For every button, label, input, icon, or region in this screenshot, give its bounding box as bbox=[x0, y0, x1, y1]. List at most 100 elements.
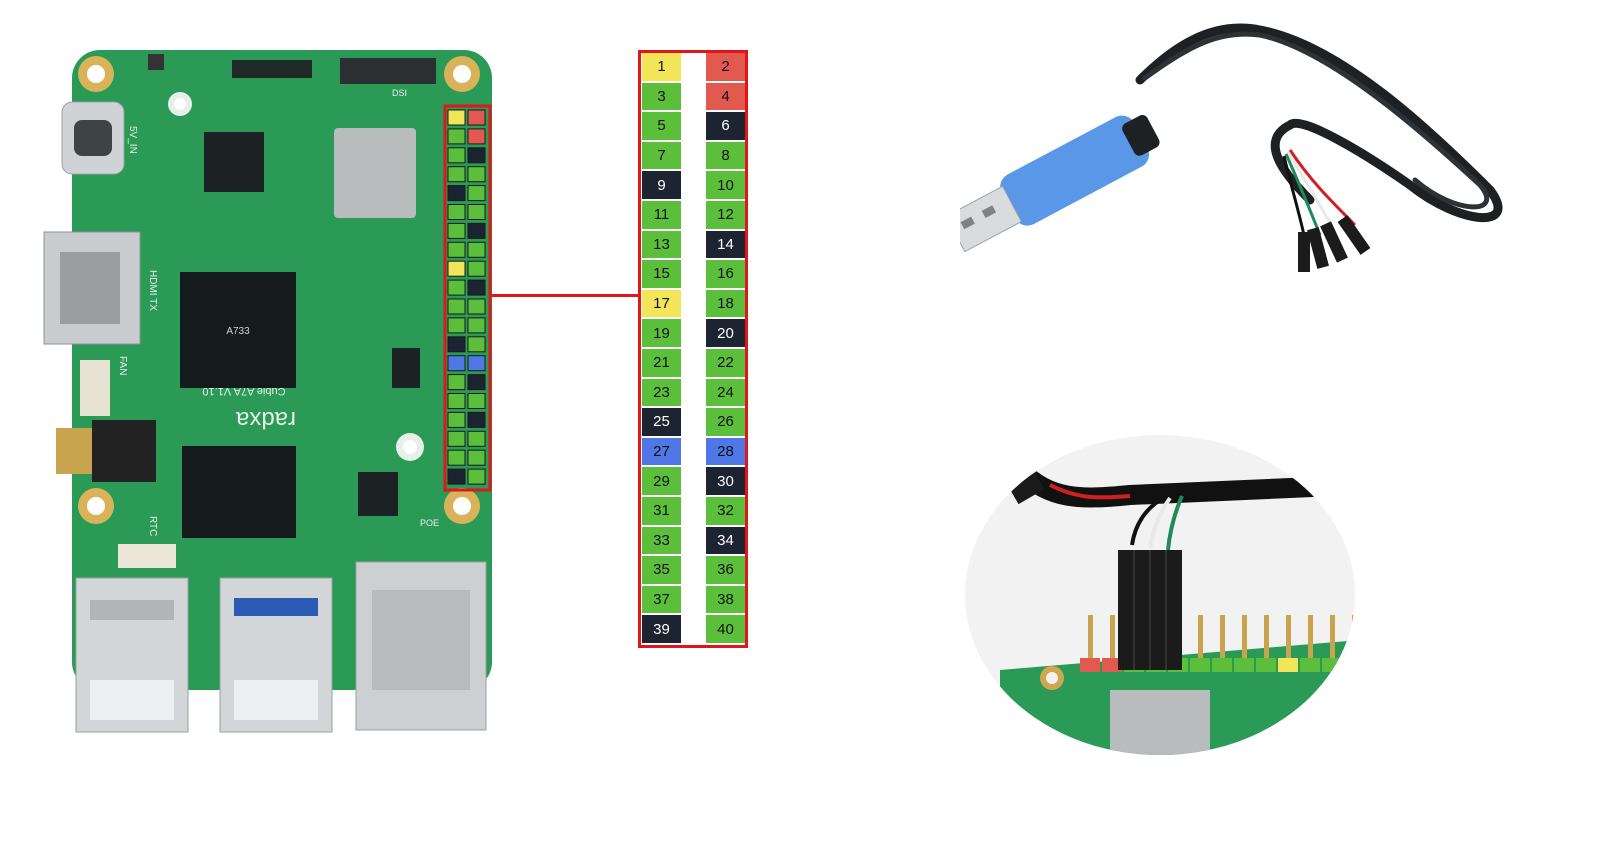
closeup-pin-base bbox=[1102, 658, 1122, 672]
header-pin-34 bbox=[467, 411, 486, 428]
header-pin-20 bbox=[467, 279, 486, 296]
gpio-header bbox=[447, 109, 486, 485]
header-pin-33 bbox=[447, 411, 466, 428]
pin-2: 2 bbox=[706, 53, 745, 83]
header-pin-21 bbox=[447, 298, 466, 315]
pin-26: 26 bbox=[706, 408, 745, 438]
pin-38: 38 bbox=[706, 585, 745, 616]
header-pin-1 bbox=[447, 109, 466, 126]
header-pin-38 bbox=[467, 449, 486, 466]
header-pin-7 bbox=[447, 166, 466, 183]
header-pin-36 bbox=[467, 430, 486, 447]
closeup-pin-base bbox=[1322, 658, 1342, 672]
cable-loop bbox=[1135, 23, 1503, 222]
pin-36: 36 bbox=[706, 556, 745, 586]
closeup-pin-base bbox=[1190, 658, 1210, 672]
dsi-label: DSI bbox=[392, 88, 407, 98]
header-pin-9 bbox=[447, 185, 466, 202]
radxa-board-image: radxa Cubie A7A V1.10 HDMI TX 5V_IN FAN … bbox=[43, 50, 492, 733]
closeup-pin-leg bbox=[1308, 615, 1313, 665]
header-pin-29 bbox=[447, 374, 466, 391]
pin-4: 4 bbox=[706, 82, 745, 113]
pin-25: 25 bbox=[642, 408, 681, 438]
mounting-holes bbox=[78, 56, 480, 524]
pin-28: 28 bbox=[706, 437, 745, 468]
header-pin-23 bbox=[447, 317, 466, 334]
memory-chip bbox=[182, 446, 296, 538]
poe-label: POE bbox=[420, 518, 439, 528]
pin-21: 21 bbox=[642, 349, 681, 379]
pin-31: 31 bbox=[642, 497, 681, 527]
closeup-pin-leg bbox=[1220, 615, 1225, 665]
header-pin-6 bbox=[467, 147, 486, 164]
pin-32: 32 bbox=[706, 497, 745, 527]
closeup-pin-base bbox=[1300, 658, 1320, 672]
pin-16: 16 bbox=[706, 260, 745, 290]
rtc-label: RTC bbox=[147, 516, 158, 536]
header-pin-30 bbox=[467, 374, 486, 391]
header-pin-35 bbox=[447, 430, 466, 447]
header-pin-22 bbox=[467, 298, 486, 315]
pin-15: 15 bbox=[642, 260, 681, 290]
header-pin-15 bbox=[447, 241, 466, 258]
pin-22: 22 bbox=[706, 349, 745, 379]
board-brand-text: radxa bbox=[235, 406, 296, 433]
power-label: 5V_IN bbox=[127, 126, 138, 154]
header-pin-39 bbox=[447, 468, 466, 485]
header-closeup-image bbox=[965, 435, 1355, 755]
pin-9: 9 bbox=[642, 171, 681, 201]
header-pin-32 bbox=[467, 393, 486, 409]
closeup-pin-base bbox=[1256, 658, 1276, 672]
header-pin-8 bbox=[467, 166, 486, 183]
usb-serial-cable-image bbox=[960, 23, 1503, 272]
usb-adapter bbox=[960, 115, 1160, 253]
pin-7: 7 bbox=[642, 141, 681, 172]
closeup-pin-leg bbox=[1286, 615, 1291, 665]
header-pin-17 bbox=[447, 260, 466, 277]
pin-14: 14 bbox=[706, 230, 745, 261]
pin-13: 13 bbox=[642, 230, 681, 261]
pin-23: 23 bbox=[642, 378, 681, 409]
header-pin-5 bbox=[447, 147, 466, 164]
closeup-pin-base bbox=[1080, 658, 1100, 672]
header-pin-26 bbox=[467, 336, 486, 353]
pin-1: 1 bbox=[642, 53, 681, 83]
closeup-pin-leg bbox=[1088, 615, 1093, 665]
closeup-pin-base bbox=[1344, 658, 1355, 672]
pin-35: 35 bbox=[642, 556, 681, 586]
pin-17: 17 bbox=[642, 289, 681, 320]
closeup-pin-leg bbox=[1198, 615, 1203, 665]
header-pin-16 bbox=[467, 241, 486, 258]
header-pin-40 bbox=[467, 468, 486, 485]
soc-label: A733 bbox=[226, 326, 250, 337]
pin-5: 5 bbox=[642, 112, 681, 142]
pin-24: 24 bbox=[706, 378, 745, 409]
header-pin-28 bbox=[467, 355, 486, 372]
header-pin-12 bbox=[467, 204, 486, 220]
closeup-pin-leg bbox=[1352, 615, 1355, 665]
header-pin-10 bbox=[467, 185, 486, 202]
pin-19: 19 bbox=[642, 319, 681, 349]
callout-line bbox=[490, 294, 638, 297]
pin-30: 30 bbox=[706, 467, 745, 497]
header-pin-19 bbox=[447, 279, 466, 296]
closeup-pin-leg bbox=[1264, 615, 1269, 665]
pin-29: 29 bbox=[642, 467, 681, 497]
usb-a-ports bbox=[75, 577, 333, 733]
pin-39: 39 bbox=[642, 615, 681, 645]
gpio-highlight-box bbox=[443, 104, 492, 492]
pin-40: 40 bbox=[706, 615, 745, 645]
closeup-pin-base bbox=[1278, 658, 1298, 672]
header-pin-18 bbox=[467, 260, 486, 277]
header-pin-11 bbox=[447, 204, 466, 220]
pin-8: 8 bbox=[706, 141, 745, 172]
pin-20: 20 bbox=[706, 319, 745, 349]
closeup-pin-base bbox=[1212, 658, 1232, 672]
header-pin-27 bbox=[447, 355, 466, 372]
closeup-pin-leg bbox=[1242, 615, 1247, 665]
header-pin-31 bbox=[447, 393, 466, 409]
pin-12: 12 bbox=[706, 201, 745, 231]
pin-3: 3 bbox=[642, 82, 681, 113]
closeup-pin-leg bbox=[1110, 615, 1115, 665]
